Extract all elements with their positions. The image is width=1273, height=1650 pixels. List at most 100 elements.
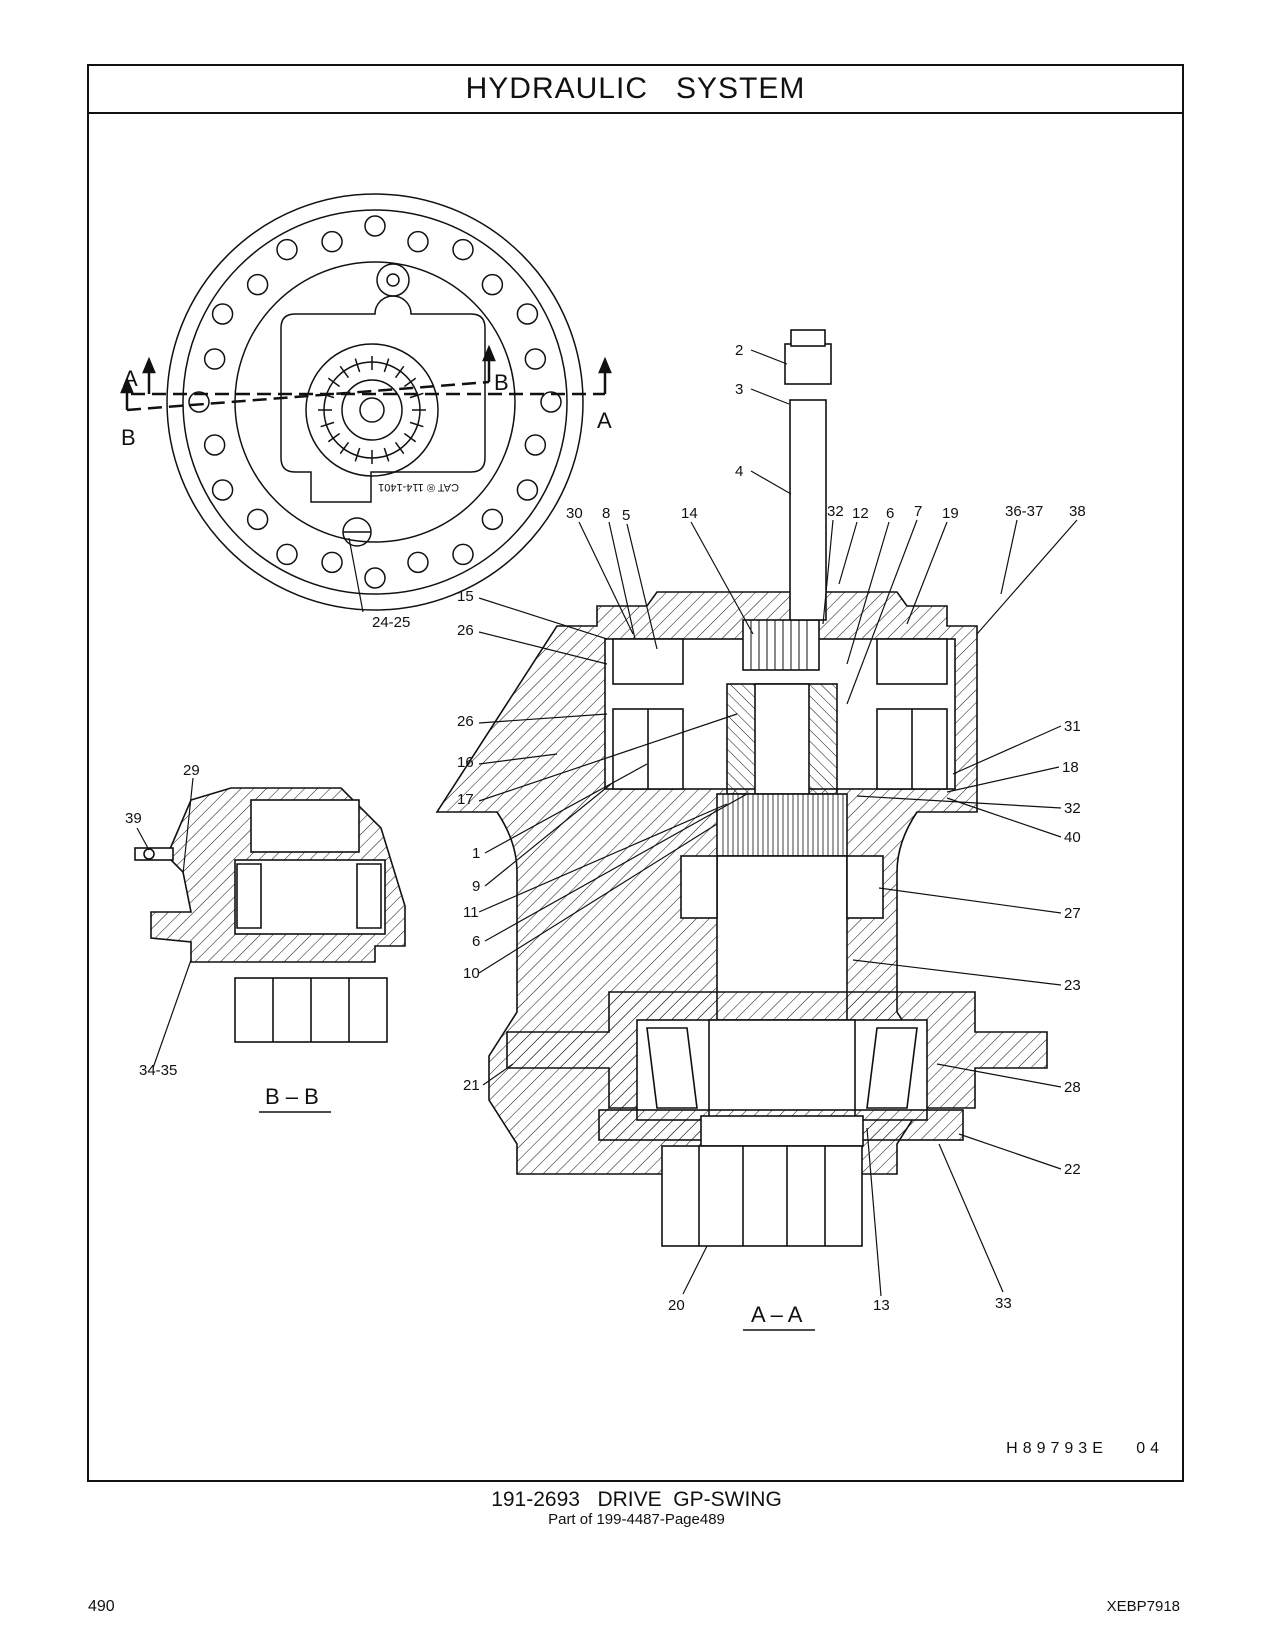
leader-line (578, 521, 634, 635)
callout-9: 9 (472, 878, 480, 895)
callout-34-35: 34-35 (139, 1062, 177, 1079)
sun-gear-teeth (750, 620, 808, 670)
callout-5: 5 (622, 507, 630, 524)
leader-line (822, 519, 834, 625)
callout-leaders (136, 349, 1078, 1297)
page-frame: HYDRAULIC SYSTEM H89793E 04 (87, 64, 1184, 1482)
gear-tooth (339, 441, 350, 455)
gear-tooth (327, 377, 341, 388)
caption-title: 191-2693 DRIVE GP-SWING (491, 1488, 782, 1511)
callout-11: 11 (463, 904, 479, 921)
bolt-hole (407, 230, 429, 253)
callout-21: 21 (463, 1077, 480, 1094)
figure-caption: 191-2693 DRIVE GP-SWING Part of 199-4487… (0, 1488, 1273, 1528)
callout-20: 20 (668, 1297, 685, 1314)
gear-tooth (383, 358, 390, 373)
section-a-a-label: A – A (751, 1302, 803, 1327)
bolt-hole (452, 543, 474, 566)
callout-36-37: 36-37 (1005, 503, 1043, 520)
leader-line (608, 521, 636, 640)
bolt-hole (364, 215, 386, 237)
bolt-hole (540, 391, 562, 413)
gear-tooth (339, 365, 350, 379)
cut-label-a-right: A (597, 408, 612, 433)
caption-subtitle: Part of 199-4487-Page489 (548, 1511, 725, 1528)
leader-line (976, 519, 1078, 635)
callout-6-lower: 6 (472, 933, 480, 950)
callout-26-lower: 26 (457, 713, 474, 730)
callout-24-25: 24-25 (372, 614, 410, 631)
callout-17: 17 (457, 791, 474, 808)
bolt-hole (203, 434, 226, 456)
callout-19: 19 (942, 505, 959, 522)
leader-line (136, 827, 150, 851)
bolt-hole (516, 303, 539, 325)
bolt-hole (211, 303, 234, 325)
leader-line (152, 959, 192, 1069)
bolt-hole (246, 273, 269, 296)
callout-39: 39 (125, 810, 142, 827)
callout-30: 30 (566, 505, 583, 522)
leader-line (852, 959, 1062, 986)
cut-label-b-left: B (121, 425, 136, 450)
bolt-hole (364, 567, 386, 589)
flange-bolt-holes (188, 215, 562, 589)
callout-16: 16 (457, 754, 474, 771)
leader-line (182, 777, 194, 875)
callout-labels: 2 3 4 30 8 5 14 32 12 6 7 19 36-37 38 15… (125, 342, 1086, 1314)
bolt-hole (211, 479, 234, 501)
leader-line (348, 537, 364, 613)
leader-line (484, 783, 612, 887)
gear-tooth (403, 377, 417, 388)
bolt-hole (276, 238, 298, 261)
callout-13: 13 (873, 1297, 890, 1314)
callout-12: 12 (852, 505, 869, 522)
leader-line (946, 797, 1062, 838)
bolt-hole (481, 273, 504, 296)
bolt-hole (246, 508, 269, 531)
callout-2: 2 (735, 342, 743, 359)
gear-tooth (409, 421, 424, 428)
leader-line (958, 1133, 1062, 1170)
leader-line (878, 887, 1062, 914)
callout-18: 18 (1062, 759, 1079, 776)
leader-line (936, 1063, 1062, 1088)
leader-line (750, 349, 788, 365)
leader-line (478, 713, 608, 724)
callout-31: 31 (1064, 718, 1081, 735)
leader-line (478, 713, 738, 802)
cut-label-a-left: A (123, 366, 138, 391)
callout-27: 27 (1064, 905, 1081, 922)
leader-line (952, 725, 1062, 775)
leader-line (750, 470, 792, 495)
gear-tooth (320, 421, 335, 428)
gear-tooth (354, 447, 361, 462)
section-b-b-label: B – B (265, 1084, 319, 1109)
bolt-hole (407, 551, 429, 574)
leader-line (482, 1063, 514, 1086)
top-view: CAT ® 114-1401 (166, 193, 584, 611)
bolt-hole (188, 391, 210, 413)
bolt-hole (516, 479, 539, 501)
leader-line (478, 753, 558, 765)
section-a-a-drawing (435, 329, 1048, 1247)
bolt-hole (452, 238, 474, 261)
callout-28: 28 (1064, 1079, 1081, 1096)
bolt-hole (524, 348, 547, 370)
leader-line (866, 1127, 882, 1297)
callout-8: 8 (602, 505, 610, 522)
gear-tooth (394, 365, 405, 379)
callout-10: 10 (463, 965, 480, 982)
document-code: XEBP7918 (1106, 1598, 1180, 1615)
leader-line (750, 388, 790, 405)
bolt-hole (203, 348, 226, 370)
callout-29: 29 (183, 762, 200, 779)
callout-22: 22 (1064, 1161, 1081, 1178)
leader-line (478, 631, 608, 665)
section-b-b-drawing (134, 787, 406, 1043)
leader-line (484, 793, 748, 942)
gear-tooth (409, 392, 424, 399)
bolt-hole (276, 543, 298, 566)
leader-line (478, 597, 608, 640)
leader-line (484, 763, 648, 854)
